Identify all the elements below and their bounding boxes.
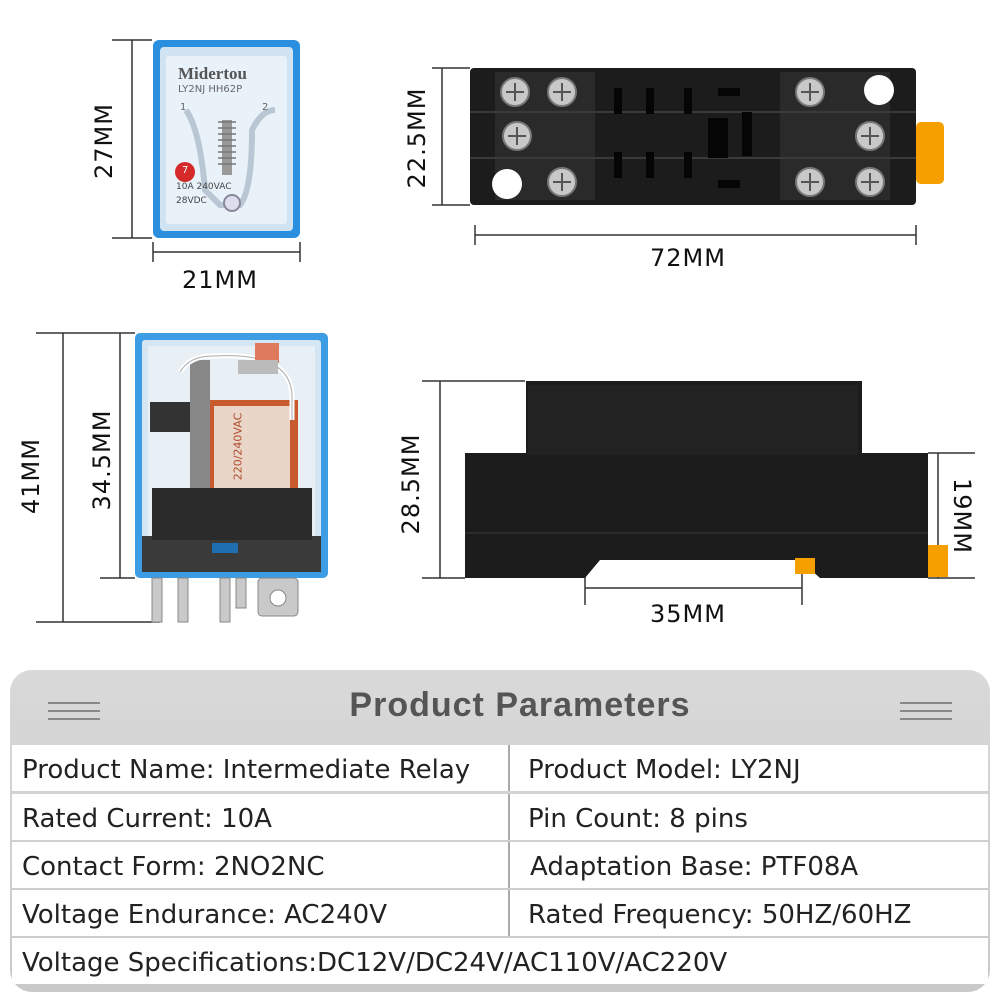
- param-pin-count: Pin Count: 8 pins: [528, 804, 748, 834]
- menu-lines-right-icon: [900, 696, 952, 726]
- column-divider: [508, 745, 510, 791]
- relay-rating-text: 10A 240VAC: [176, 182, 232, 192]
- param-product-model: Product Model: LY2NJ: [528, 755, 801, 785]
- table-row: Voltage Specifications:DC12V/DC24V/AC110…: [12, 938, 988, 984]
- dimension-base-side-rail: 19MM: [948, 478, 976, 554]
- relay-model-text: LY2NJ HH62P: [178, 84, 243, 95]
- parameters-title: Product Parameters: [349, 686, 691, 724]
- param-adaptation-base: Adaptation Base: PTF08A: [530, 852, 859, 882]
- menu-lines-left-icon: [48, 696, 100, 726]
- dimension-base-side-width: 35MM: [650, 600, 726, 628]
- param-voltage-specifications: Voltage Specifications:DC12V/DC24V/AC110…: [22, 948, 728, 978]
- param-voltage-endurance: Voltage Endurance: AC240V: [22, 900, 387, 930]
- column-divider: [508, 842, 510, 888]
- dimension-relay-top-width: 21MM: [182, 266, 258, 294]
- table-row: Rated Current: 10A Pin Count: 8 pins: [12, 794, 988, 840]
- relay-pin7-text: 7: [182, 165, 189, 176]
- relay-brand-text: Midertou: [178, 64, 247, 83]
- table-row: Contact Form: 2NO2NC Adaptation Base: PT…: [12, 842, 988, 888]
- dimension-base-top-width: 72MM: [650, 244, 726, 272]
- relay-pin2-text: 2: [262, 102, 269, 113]
- relay-pin1-text: 1: [180, 102, 187, 113]
- table-row: Voltage Endurance: AC240V Rated Frequenc…: [12, 890, 988, 936]
- param-contact-form: Contact Form: 2NO2NC: [22, 852, 325, 882]
- param-rated-frequency: Rated Frequency: 50HZ/60HZ: [528, 900, 912, 930]
- column-divider: [508, 794, 510, 840]
- dimension-base-side-height: 28.5MM: [397, 433, 425, 535]
- table-row: Product Name: Intermediate Relay Product…: [12, 745, 988, 791]
- column-divider: [508, 890, 510, 936]
- param-rated-current: Rated Current: 10A: [22, 804, 272, 834]
- relay-rating2-text: 28VDC: [176, 196, 207, 206]
- param-product-name: Product Name: Intermediate Relay: [22, 755, 471, 785]
